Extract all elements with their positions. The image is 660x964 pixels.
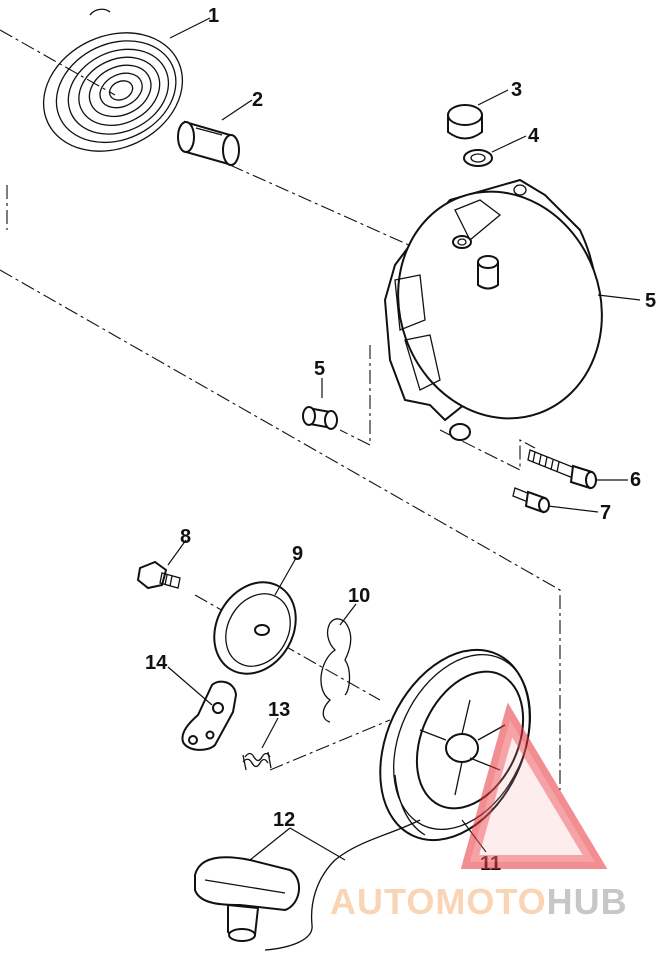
callout-2: 2 xyxy=(252,89,263,111)
clip-spring-part xyxy=(320,618,352,723)
callout-13: 13 xyxy=(268,699,290,721)
long-bolt-part xyxy=(527,449,597,490)
callout-5-housing: 5 xyxy=(645,290,656,312)
starter-handle-part xyxy=(194,819,421,951)
callout-5-spacer: 5 xyxy=(314,358,325,380)
cap-part xyxy=(447,104,483,140)
ratchet-pawl-part xyxy=(181,680,238,751)
callout-9: 9 xyxy=(292,543,303,565)
callout-3: 3 xyxy=(511,79,522,101)
watermark-text-hub: HUB xyxy=(547,881,628,922)
flange-bolt-part xyxy=(136,560,181,590)
callout-7: 7 xyxy=(600,502,611,524)
starter-housing-part xyxy=(383,178,603,441)
automotohub-watermark: AUTOMOTOHUB xyxy=(330,702,628,922)
friction-plate-part xyxy=(213,581,297,675)
callout-14: 14 xyxy=(145,652,168,674)
recoil-spring-part xyxy=(42,8,184,152)
washer-part xyxy=(463,149,493,167)
watermark-triangle-logo xyxy=(460,702,608,869)
callout-8: 8 xyxy=(180,526,191,548)
spacer-part xyxy=(302,406,338,430)
bushing-part xyxy=(177,120,240,167)
callout-6: 6 xyxy=(630,469,641,491)
callout-4: 4 xyxy=(528,125,540,147)
callout-10: 10 xyxy=(348,585,370,607)
leader-lines xyxy=(167,17,641,861)
pawl-spring-part xyxy=(242,751,272,771)
watermark-text-automoto: AUTOMOTO xyxy=(330,881,547,922)
callout-1: 1 xyxy=(208,5,219,27)
short-bolt-part xyxy=(512,487,550,514)
svg-text:AUTOMOTOHUB: AUTOMOTOHUB xyxy=(330,881,628,922)
callout-12: 12 xyxy=(273,809,295,831)
